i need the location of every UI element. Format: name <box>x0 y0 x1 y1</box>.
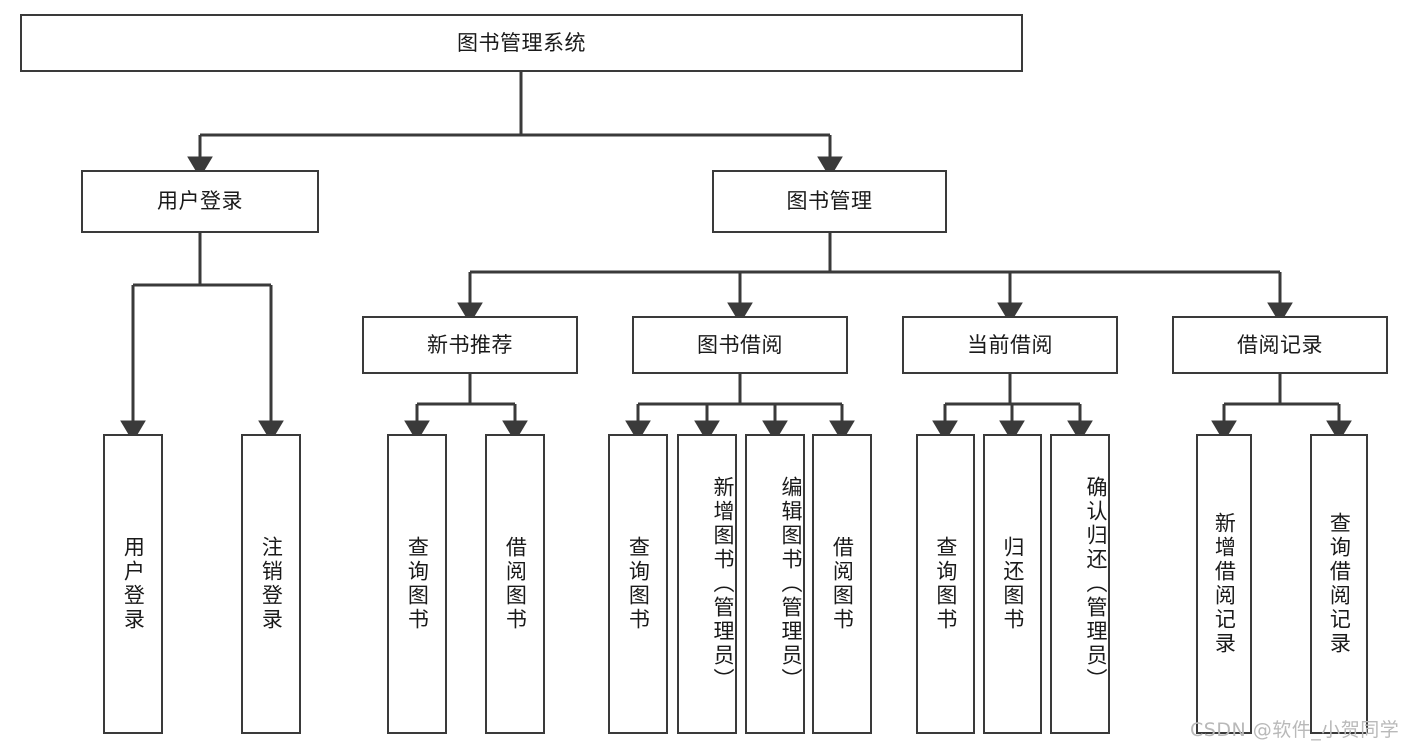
node-book-borrow[interactable]: 图书借阅 <box>632 316 848 374</box>
leaf-add-book-admin[interactable]: 新增图书（管理员） <box>677 434 737 734</box>
csdn-watermark: CSDN @软件_小贺同学 <box>1190 719 1400 741</box>
leaf-add-borrow-record[interactable]: 新增借阅记录 <box>1196 434 1252 734</box>
node-user-login[interactable]: 用户登录 <box>81 170 319 233</box>
node-new-book-recommend[interactable]: 新书推荐 <box>362 316 578 374</box>
leaf-query-book-borrow[interactable]: 查询图书 <box>608 434 668 734</box>
node-label: 用户登录 <box>121 536 146 632</box>
node-root-system[interactable]: 图书管理系统 <box>20 14 1023 72</box>
node-label: 新书推荐 <box>427 332 513 357</box>
leaf-confirm-return-admin[interactable]: 确认归还（管理员） <box>1050 434 1110 734</box>
node-label: 编辑图书（管理员） <box>779 476 803 692</box>
node-label: 新增借阅记录 <box>1212 512 1237 656</box>
node-label: 借阅图书 <box>830 536 855 632</box>
node-label: 用户登录 <box>157 189 243 214</box>
node-label: 归还图书 <box>1000 536 1025 632</box>
leaf-borrow-book-newbook[interactable]: 借阅图书 <box>485 434 545 734</box>
node-label: 借阅图书 <box>503 536 528 632</box>
leaf-edit-book-admin[interactable]: 编辑图书（管理员） <box>745 434 805 734</box>
node-label: 图书借阅 <box>697 332 783 357</box>
leaf-user-login[interactable]: 用户登录 <box>103 434 163 734</box>
node-borrow-records[interactable]: 借阅记录 <box>1172 316 1388 374</box>
leaf-query-borrow-record[interactable]: 查询借阅记录 <box>1310 434 1368 734</box>
node-label: 注销登录 <box>259 536 284 632</box>
node-book-management[interactable]: 图书管理 <box>712 170 947 233</box>
node-label: 图书管理 <box>786 189 873 214</box>
node-label: 确认归还（管理员） <box>1084 476 1108 692</box>
node-label: 查询图书 <box>405 536 430 632</box>
node-label: 查询图书 <box>626 536 651 632</box>
node-label: 借阅记录 <box>1237 332 1323 357</box>
leaf-user-logout[interactable]: 注销登录 <box>241 434 301 734</box>
node-label: 当前借阅 <box>967 332 1053 357</box>
leaf-return-book[interactable]: 归还图书 <box>983 434 1042 734</box>
leaf-query-book-newbook[interactable]: 查询图书 <box>387 434 447 734</box>
node-label: 新增图书（管理员） <box>711 476 735 692</box>
node-label: 查询借阅记录 <box>1327 512 1352 656</box>
leaf-lend-book[interactable]: 借阅图书 <box>812 434 872 734</box>
leaf-query-book-current[interactable]: 查询图书 <box>916 434 975 734</box>
node-current-borrow[interactable]: 当前借阅 <box>902 316 1118 374</box>
node-label: 查询图书 <box>933 536 958 632</box>
node-label: 图书管理系统 <box>457 30 586 55</box>
